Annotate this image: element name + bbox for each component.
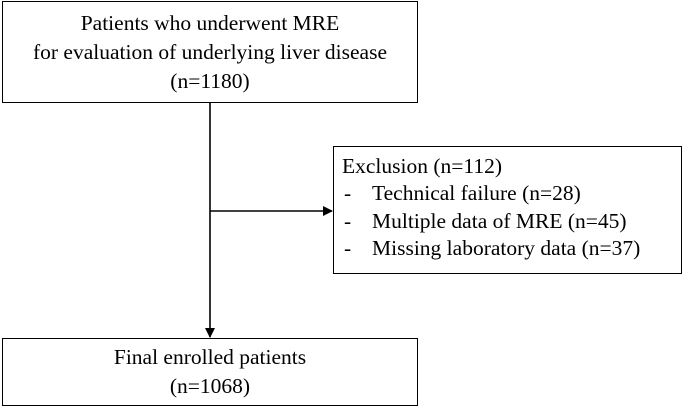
exclusion-item: - Multiple data of MRE (n=45) — [342, 208, 681, 236]
start-population-box: Patients who underwent MRE for evaluatio… — [2, 1, 418, 103]
exclusion-bullet: - — [344, 181, 352, 205]
exclusion-bullet: - — [344, 236, 352, 260]
exclusion-item-text: Multiple data of MRE (n=45) — [372, 208, 627, 233]
start-line-2: for evaluation of underlying liver disea… — [32, 39, 388, 64]
exclusion-item-text: Missing laboratory data (n=37) — [372, 236, 641, 260]
exclusion-item-text: Technical failure (n=28) — [372, 181, 581, 205]
start-line-3: (n=1180) — [170, 68, 250, 93]
start-line-1: Patients who underwent MRE — [80, 10, 340, 35]
exclusion-item: - Missing laboratory data (n=37) — [342, 235, 681, 263]
final-line-1: Final enrolled patients — [113, 345, 307, 369]
final-line-2: (n=1068) — [169, 374, 251, 398]
exclusion-title: Exclusion (n=112) — [342, 154, 503, 178]
exclusion-bullet: - — [344, 208, 352, 233]
exclusion-item: - Technical failure (n=28) — [342, 180, 681, 208]
exclusion-box: Exclusion (n=112) - Technical failure (n… — [333, 146, 682, 274]
final-population-box: Final enrolled patients (n=1068) — [2, 338, 418, 406]
